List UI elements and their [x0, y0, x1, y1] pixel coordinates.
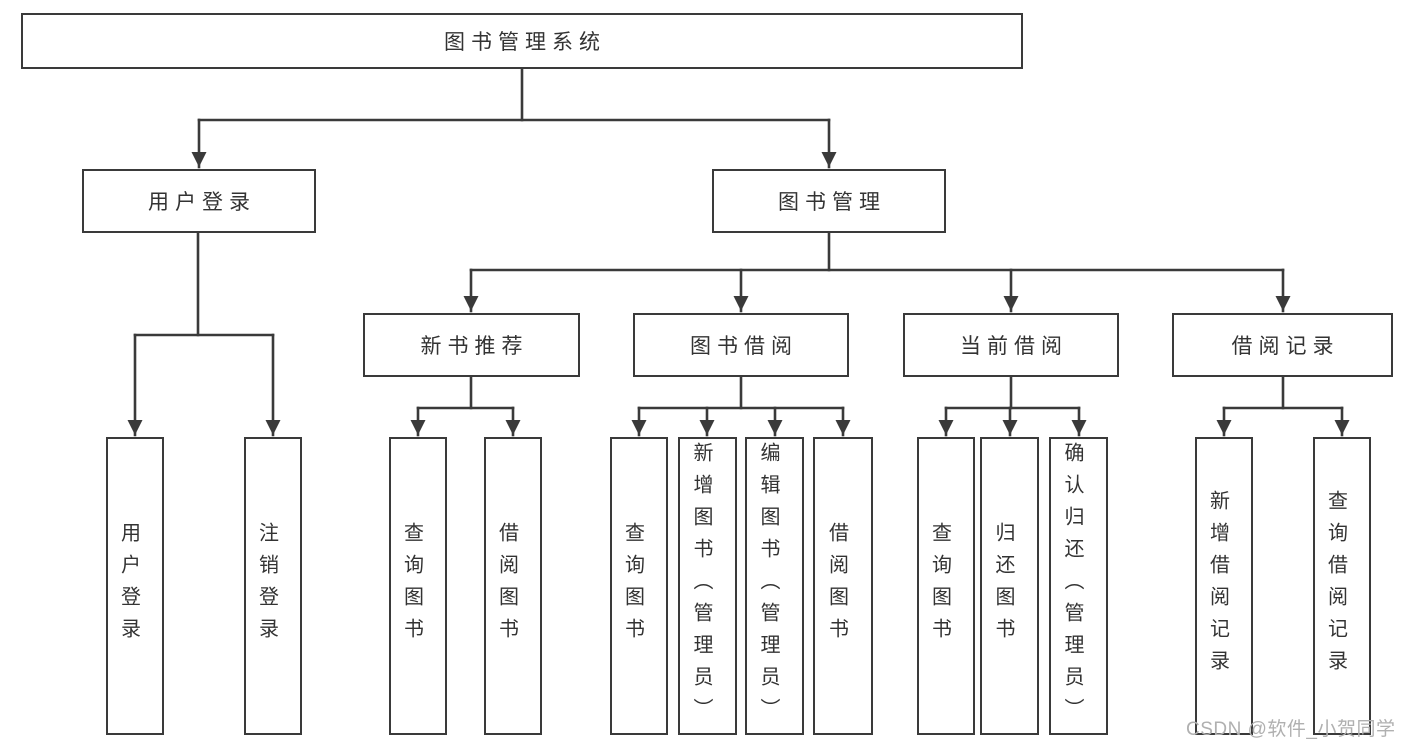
node-library-system: 图书管理系统 [21, 13, 1023, 69]
csdn-watermark: CSDN @软件_小贺同学 [1186, 719, 1396, 740]
leaf-add-book-admin: 新增图书（管理员） [678, 437, 737, 735]
leaf-query-books-borrowing: 查询图书 [610, 437, 668, 735]
leaf-label: 新增借阅记录 [1206, 490, 1229, 682]
node-label: 借阅记录 [1231, 335, 1340, 358]
node-label: 图书借阅 [690, 335, 798, 358]
leaf-label: 归还图书 [992, 522, 1014, 650]
leaf-user-login: 用户登录 [106, 437, 164, 735]
leaf-label: 编辑图书（管理员） [757, 442, 779, 730]
node-label: 新书推荐 [420, 335, 529, 358]
leaf-label: 注销登录 [255, 522, 278, 650]
node-label: 图书管理 [778, 191, 886, 214]
leaf-label: 查询借阅记录 [1324, 490, 1347, 682]
leaf-label: 新增图书（管理员） [690, 442, 712, 730]
leaf-edit-book-admin: 编辑图书（管理员） [745, 437, 804, 735]
leaf-query-borrow-record: 查询借阅记录 [1313, 437, 1371, 735]
node-label: 用户登录 [148, 191, 256, 214]
leaf-label: 查询图书 [400, 522, 423, 650]
leaf-label: 查询图书 [928, 522, 951, 650]
leaf-return-book: 归还图书 [980, 437, 1039, 735]
leaf-confirm-return-admin: 确认归还（管理员） [1049, 437, 1108, 735]
node-user-login: 用户登录 [82, 169, 316, 233]
node-current-borrowing: 当前借阅 [903, 313, 1119, 377]
leaf-query-books-recommend: 查询图书 [389, 437, 447, 735]
leaf-borrow-books: 借阅图书 [813, 437, 873, 735]
leaf-label: 借阅图书 [495, 522, 518, 650]
leaf-borrow-books-recommend: 借阅图书 [484, 437, 542, 735]
leaf-label: 借阅图书 [825, 522, 848, 650]
node-new-book-recommend: 新书推荐 [363, 313, 580, 377]
leaf-label: 用户登录 [117, 522, 140, 650]
leaf-add-borrow-record: 新增借阅记录 [1195, 437, 1253, 735]
node-book-borrowing: 图书借阅 [633, 313, 849, 377]
node-borrowing-records: 借阅记录 [1172, 313, 1393, 377]
leaf-query-books-current: 查询图书 [917, 437, 975, 735]
node-book-management: 图书管理 [712, 169, 946, 233]
leaf-label: 确认归还（管理员） [1061, 442, 1083, 730]
node-label: 当前借阅 [960, 335, 1068, 358]
leaf-label: 查询图书 [621, 522, 644, 650]
leaf-logout: 注销登录 [244, 437, 302, 735]
node-label: 图书管理系统 [444, 31, 606, 54]
